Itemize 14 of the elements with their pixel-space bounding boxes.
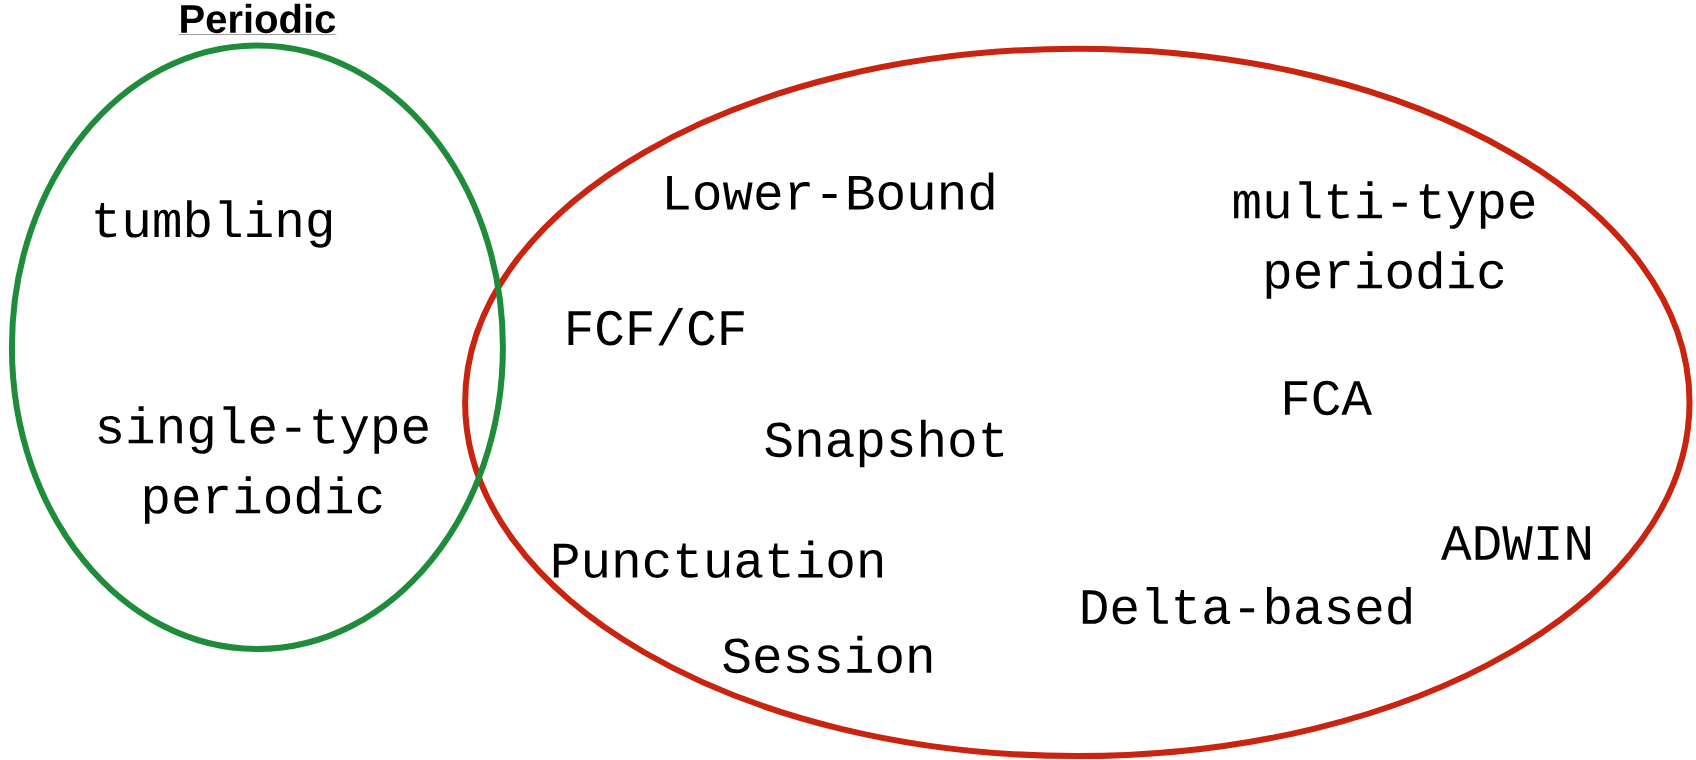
set-label: Session [723,635,932,674]
ellipse [8,42,506,652]
set-label: Snapshot [765,419,1003,468]
set-label: Delta-based [1082,586,1411,625]
set-title: Periodic [178,3,337,35]
set-label: single-type periodic [98,406,428,524]
ellipse [462,45,1693,760]
set-label: FCA [1285,380,1372,416]
set-label: ADWIN [1441,526,1590,560]
set-label: Lower-Bound [667,172,994,211]
set-label: FCF/CF [568,307,744,346]
set-label: multi-type periodic [1233,181,1535,299]
set-label: Punctuation [553,540,882,578]
set-label: tumbling [95,200,332,248]
